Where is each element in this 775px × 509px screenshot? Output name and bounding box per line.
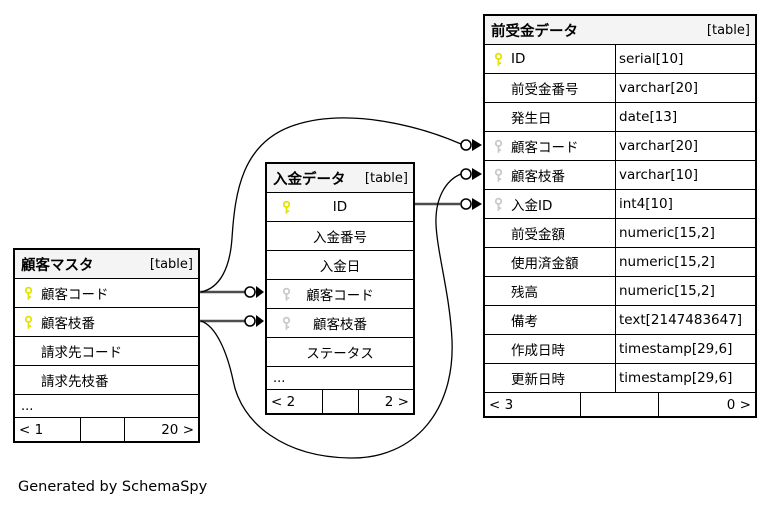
- column-type: varchar[10]: [615, 161, 755, 189]
- table-row: 作成日時 timestamp[29,6]: [485, 334, 755, 363]
- column-type: text[2147483647]: [615, 306, 755, 334]
- table-title[interactable]: 入金データ: [273, 171, 346, 188]
- column-type: numeric[15,2]: [615, 277, 755, 305]
- table-row: 入金ID int4[10]: [485, 189, 755, 218]
- table-footer: < 2 2 >: [267, 389, 413, 413]
- foreign-key-icon: [494, 168, 502, 182]
- table-row: 顧客枝番 varchar[10]: [485, 160, 755, 189]
- table-row: 請求先枝番: [15, 365, 198, 394]
- column-name: 入金番号: [313, 230, 367, 246]
- column-type: numeric[15,2]: [615, 248, 755, 276]
- foreign-key-icon: [282, 316, 290, 330]
- table-maeukekin-data: 前受金データ [table] ID serial[10] 前受金番号 varch…: [483, 14, 757, 418]
- table-row: 発生日 date[13]: [485, 102, 755, 131]
- table-kokyaku-master: 顧客マスタ [table] 顧客コード 顧客枝番 請求先コード 請求先枝番 ..…: [13, 248, 200, 443]
- table-row: 入金番号: [267, 221, 413, 250]
- table-row: 顧客枝番: [267, 308, 413, 337]
- table-row: 更新日時 timestamp[29,6]: [485, 363, 755, 392]
- table-row: ID serial[10]: [485, 44, 755, 73]
- column-name: 顧客枝番: [313, 317, 367, 333]
- table-row: 顧客コード: [267, 279, 413, 308]
- column-name: 入金ID: [511, 198, 553, 214]
- table-row: 前受金番号 varchar[20]: [485, 73, 755, 102]
- edge-arrowhead: [256, 139, 482, 327]
- column-name: 顧客枝番: [41, 316, 95, 332]
- primary-key-icon: [282, 200, 290, 214]
- foreign-key-icon: [494, 139, 502, 153]
- table-header: 前受金データ [table]: [485, 16, 755, 44]
- hidden-columns-ellipsis: ...: [15, 394, 198, 417]
- column-type: timestamp[29,6]: [615, 364, 755, 392]
- primary-key-icon: [24, 315, 32, 329]
- column-name: 顧客コード: [306, 288, 374, 304]
- table-header: 入金データ [table]: [267, 164, 413, 192]
- edge-arrowhead: [244, 139, 472, 327]
- column-name: 顧客コード: [41, 287, 109, 303]
- column-name: 使用済金額: [511, 256, 579, 272]
- column-name: 前受金額: [511, 227, 565, 243]
- relationship-edge: [200, 117, 462, 293]
- column-name: ID: [511, 51, 526, 67]
- column-name: 請求先枝番: [41, 374, 109, 390]
- parent-count: < 1: [19, 421, 44, 438]
- hidden-columns-ellipsis: ...: [267, 366, 413, 389]
- column-name: ステータス: [306, 346, 374, 362]
- column-name: 残高: [511, 285, 538, 301]
- table-footer: < 3 0 >: [485, 392, 755, 416]
- column-name: 前受金番号: [511, 82, 579, 98]
- footer-spacer: [322, 390, 358, 413]
- child-count: 2 >: [358, 390, 413, 413]
- footer-spacer: [80, 418, 124, 441]
- table-row: 顧客枝番: [15, 307, 198, 336]
- column-name: 入金日: [319, 259, 361, 275]
- relationship-edge: [200, 173, 462, 459]
- table-row: 残高 numeric[15,2]: [485, 276, 755, 305]
- column-type: date[13]: [615, 103, 755, 131]
- column-name: ID: [332, 199, 348, 215]
- table-type-badge: [table]: [364, 170, 408, 186]
- parent-count: < 3: [489, 396, 514, 413]
- table-title[interactable]: 顧客マスタ: [21, 257, 94, 274]
- parent-count: < 2: [271, 393, 296, 410]
- table-row: ID: [267, 192, 413, 221]
- column-name: 顧客枝番: [511, 169, 565, 185]
- column-name: 顧客コード: [511, 140, 579, 156]
- table-header: 顧客マスタ [table]: [15, 250, 198, 278]
- table-type-badge: [table]: [149, 256, 193, 272]
- table-row: ステータス: [267, 337, 413, 366]
- column-name: 備考: [511, 314, 538, 330]
- table-footer: < 1 20 >: [15, 417, 198, 441]
- table-nyukin-data: 入金データ [table] ID 入金番号 入金日 顧客コード 顧客枝番 ステー…: [265, 162, 415, 415]
- table-title[interactable]: 前受金データ: [491, 23, 578, 40]
- column-type: varchar[20]: [615, 74, 755, 102]
- child-count: 20 >: [124, 418, 198, 441]
- column-type: timestamp[29,6]: [615, 335, 755, 363]
- column-name: 請求先コード: [41, 345, 122, 361]
- primary-key-icon: [24, 286, 32, 300]
- child-count: 0 >: [658, 393, 755, 416]
- table-type-badge: [table]: [706, 22, 750, 38]
- foreign-key-icon: [282, 287, 290, 301]
- table-row: 備考 text[2147483647]: [485, 305, 755, 334]
- generator-note: Generated by SchemaSpy: [18, 479, 208, 495]
- table-row: 使用済金額 numeric[15,2]: [485, 247, 755, 276]
- table-row: 顧客コード: [15, 278, 198, 307]
- foreign-key-icon: [494, 197, 502, 211]
- column-name: 作成日時: [511, 343, 565, 359]
- footer-spacer: [580, 393, 658, 416]
- column-name: 更新日時: [511, 372, 565, 388]
- column-type: varchar[20]: [615, 132, 755, 160]
- table-row: 請求先コード: [15, 336, 198, 365]
- column-name: 発生日: [511, 111, 552, 127]
- primary-key-icon: [494, 52, 502, 66]
- column-type: numeric[15,2]: [615, 219, 755, 247]
- table-row: 前受金額 numeric[15,2]: [485, 218, 755, 247]
- table-row: 顧客コード varchar[20]: [485, 131, 755, 160]
- table-row: 入金日: [267, 250, 413, 279]
- column-type: serial[10]: [615, 45, 755, 73]
- column-type: int4[10]: [615, 190, 755, 218]
